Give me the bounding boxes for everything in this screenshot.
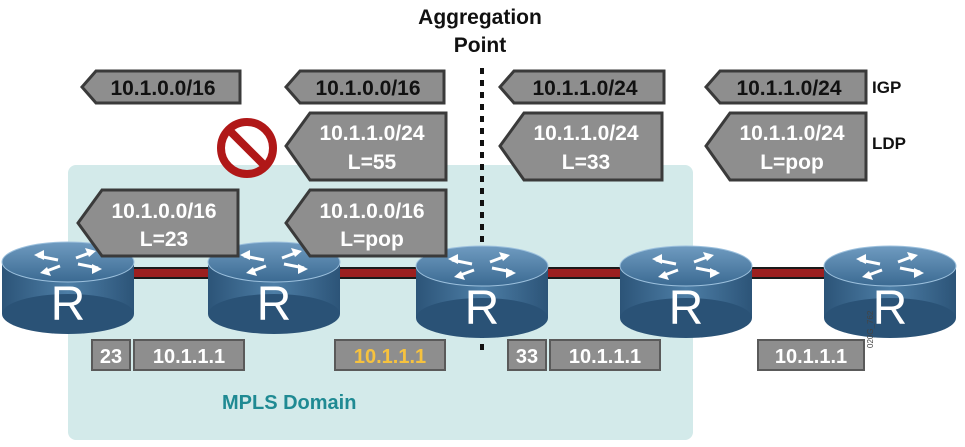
title-line-1: Aggregation — [418, 6, 542, 29]
igp-tag-text: 10.1.1.0/24 — [736, 77, 841, 100]
packet-2: 10.1.1.1 — [334, 339, 446, 371]
router-2[interactable]: R — [206, 240, 342, 336]
aggregation-point-title: Aggregation Point — [380, 4, 580, 60]
title-line-2: Point — [453, 34, 507, 57]
igp-row-label: IGP — [872, 78, 902, 97]
igp-tag-text: 10.1.0.0/16 — [315, 77, 420, 100]
router-4[interactable]: R — [618, 244, 754, 340]
ldp-tag-label: L=pop — [760, 151, 824, 174]
ldp-tag-lower-2: 10.1.0.0/16 L=pop — [284, 188, 448, 258]
packet-ip: 10.1.1.1 — [569, 346, 641, 368]
ldp-tag-prefix: 10.1.0.0/16 — [111, 200, 216, 223]
router-glyph: R — [669, 282, 704, 335]
packet-label-box — [507, 339, 547, 371]
router-3[interactable]: R — [414, 244, 550, 340]
ldp-tag-prefix: 10.1.0.0/16 — [319, 200, 424, 223]
packet-ip-box — [757, 339, 865, 371]
ldp-tag-prefix: 10.1.1.0/24 — [533, 122, 638, 145]
igp-tag-4: 10.1.1.0/24 — [704, 69, 868, 105]
ldp-tag-label: L=23 — [140, 228, 188, 251]
ldp-tag-1: 10.1.1.0/24 L=55 — [284, 111, 448, 182]
igp-tag-text: 10.1.0.0/16 — [110, 77, 215, 100]
packet-label: 33 — [516, 346, 538, 368]
packet-ip-box — [334, 339, 446, 371]
packet-label: 23 — [100, 346, 122, 368]
packet-ip-box — [133, 339, 245, 371]
figure-code: 020G_762 — [866, 310, 875, 348]
ldp-tag-label: L=33 — [562, 151, 610, 174]
router-glyph: R — [873, 282, 908, 335]
prohibited-icon — [217, 118, 277, 178]
ldp-tag-prefix: 10.1.1.0/24 — [739, 122, 844, 145]
router-5[interactable]: R — [822, 244, 958, 340]
igp-tag-2: 10.1.0.0/16 — [284, 69, 446, 105]
igp-tag-1: 10.1.0.0/16 — [80, 69, 242, 105]
igp-tag-3: 10.1.1.0/24 — [498, 69, 666, 105]
ldp-tag-label: L=pop — [340, 228, 404, 251]
packet-label-box — [91, 339, 131, 371]
packet-4: 10.1.1.1 — [757, 339, 865, 371]
ldp-tag-3: 10.1.1.0/24 L=pop — [704, 111, 868, 182]
ldp-tag-label: L=55 — [348, 151, 397, 174]
ldp-row-label: LDP — [872, 134, 906, 153]
packet-ip: 10.1.1.1 — [153, 346, 225, 368]
ldp-tag-lower-1: 10.1.0.0/16 L=23 — [76, 188, 240, 258]
router-1[interactable]: R — [0, 240, 136, 336]
ldp-tag-prefix: 10.1.1.0/24 — [319, 122, 424, 145]
igp-tag-text: 10.1.1.0/24 — [532, 77, 637, 100]
mpls-domain-label: MPLS Domain — [222, 392, 357, 414]
router-glyph: R — [257, 278, 292, 331]
router-glyph: R — [465, 282, 500, 335]
packet-1: 23 10.1.1.1 — [91, 339, 245, 371]
packet-3: 33 10.1.1.1 — [507, 339, 661, 371]
ldp-tag-2: 10.1.1.0/24 L=33 — [498, 111, 664, 182]
packet-ip: 10.1.1.1 — [354, 346, 426, 368]
router-glyph: R — [51, 278, 86, 331]
packet-ip-box — [549, 339, 661, 371]
packet-ip: 10.1.1.1 — [775, 346, 847, 368]
